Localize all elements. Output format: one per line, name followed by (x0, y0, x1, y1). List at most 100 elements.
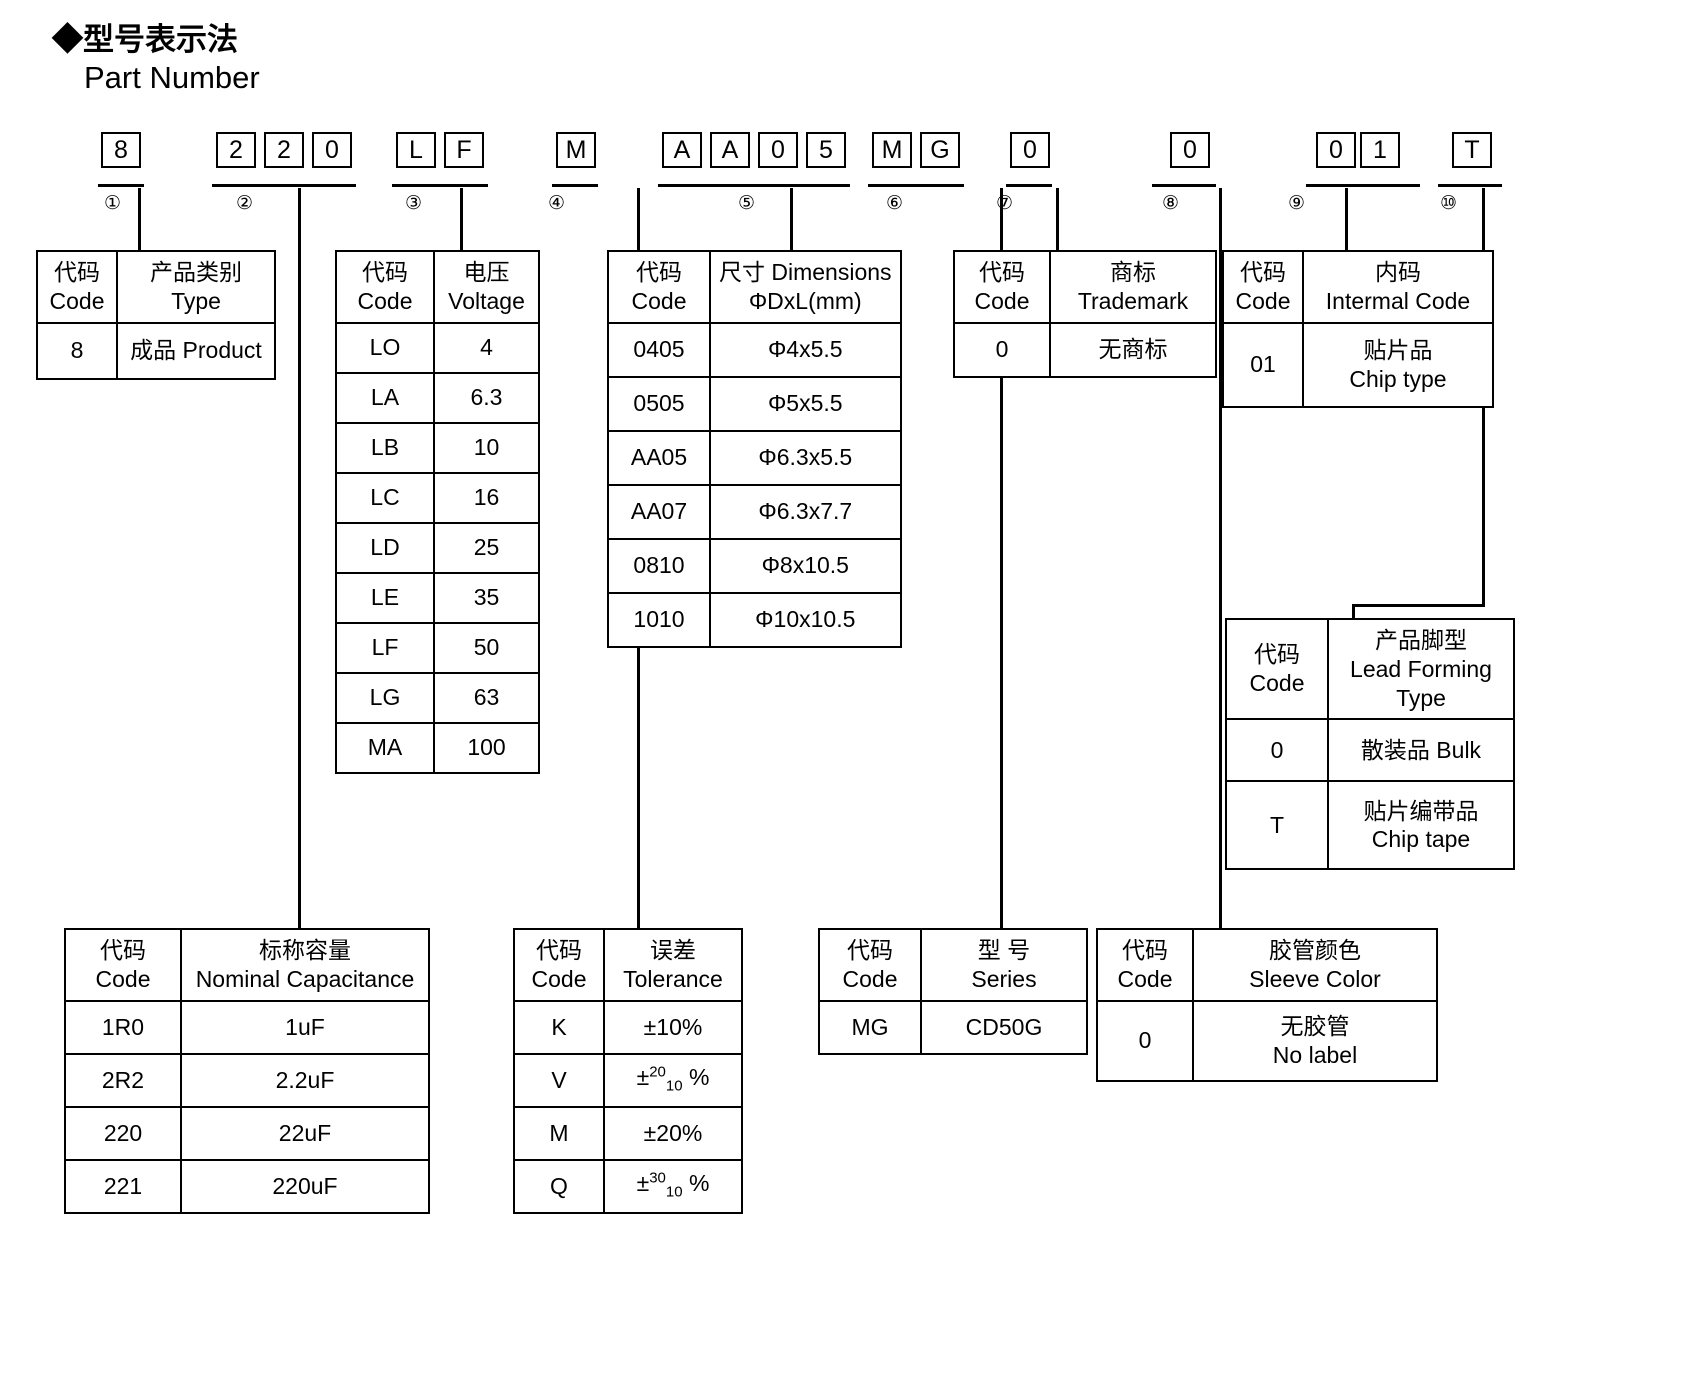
pn-char-2-2: 2 (264, 132, 304, 168)
leader-line-2 (298, 188, 301, 928)
capacitance-header-value: 标称容量 Nominal Capacitance (180, 928, 430, 1002)
voltage-code-2: LB (335, 421, 435, 474)
sleeve-color-code-0: 0 (1096, 999, 1194, 1082)
leader-line-3 (460, 188, 463, 250)
voltage-value-0: 4 (433, 321, 540, 374)
lead-forming-header-code: 代码 Code (1225, 617, 1329, 721)
type-header-code: 代码 Code (36, 250, 118, 324)
pn-segment-bar-9 (1306, 184, 1420, 187)
pn-char-2-3: 0 (312, 132, 352, 168)
voltage-code-6: LF (335, 621, 435, 674)
tolerance-code-2: M (513, 1105, 605, 1161)
tolerance-code-0: K (513, 999, 605, 1055)
capacitance-code-1: 2R2 (64, 1052, 182, 1108)
pn-char-3-2: F (444, 132, 484, 168)
pn-char-6-2: G (920, 132, 960, 168)
table-row-header: 代码 Code 标称容量 Nominal Capacitance (64, 928, 430, 1002)
leader-line-5 (790, 188, 793, 250)
table-row: M ±20% (513, 1105, 743, 1161)
lead-forming-code-0: 0 (1225, 718, 1329, 783)
dimensions-header-value: 尺寸 Dimensions ΦDxL(mm) (709, 250, 902, 324)
dimensions-value-5: Φ10x10.5 (709, 591, 902, 648)
trademark-header-code: 代码 Code (953, 250, 1051, 324)
table-row: MG CD50G (818, 999, 1088, 1055)
lead-forming-code-1: T (1225, 780, 1329, 871)
internal-code-code-0: 01 (1222, 321, 1304, 408)
capacitance-code-2: 220 (64, 1105, 182, 1161)
pn-segment-index-6: ⑥ (886, 193, 904, 214)
voltage-value-4: 25 (433, 521, 540, 574)
type-code-0: 8 (36, 321, 118, 380)
tolerance-value-1: ±2010 % (603, 1052, 743, 1108)
pn-char-1-1: 8 (101, 132, 141, 168)
leader-line-10-drop (1352, 604, 1355, 620)
table-lead-forming: 代码 Code 产品脚型 Lead Forming Type 0 散装品 Bul… (1225, 617, 1515, 871)
table-row-header: 代码 Code 产品类别 Type (36, 250, 276, 324)
pn-segment-index-1: ① (104, 193, 122, 214)
table-row-header: 代码 Code 电压 Voltage (335, 250, 540, 324)
voltage-code-5: LE (335, 571, 435, 624)
voltage-value-7: 63 (433, 671, 540, 724)
pn-char-2-1: 2 (216, 132, 256, 168)
leader-line-8 (1219, 188, 1222, 928)
voltage-header-code: 代码 Code (335, 250, 435, 324)
sleeve-color-value-0: 无胶管 No label (1192, 999, 1438, 1082)
pn-char-9-2: 1 (1360, 132, 1400, 168)
tolerance-value-0: ±10% (603, 999, 743, 1055)
tolerance-sup-1: 20 (649, 1063, 666, 1081)
pn-segment-bar-3 (392, 184, 488, 187)
leader-line-9 (1345, 188, 1348, 250)
pn-char-3-1: L (396, 132, 436, 168)
internal-code-value-0: 贴片品 Chip type (1302, 321, 1494, 408)
pn-char-5-2: A (710, 132, 750, 168)
table-row: 01 贴片品 Chip type (1222, 321, 1494, 408)
internal-code-header-code: 代码 Code (1222, 250, 1304, 324)
dimensions-code-1: 0505 (607, 375, 711, 432)
table-row: 8 成品 Product (36, 321, 276, 380)
voltage-value-5: 35 (433, 571, 540, 624)
table-row: 0 无商标 (953, 321, 1217, 378)
leader-line-10-horizontal (1352, 604, 1485, 607)
table-row: V ±2010 % (513, 1052, 743, 1108)
pn-segment-bar-4 (552, 184, 598, 187)
trademark-value-0: 无商标 (1049, 321, 1217, 378)
pn-char-7-1: 0 (1010, 132, 1050, 168)
table-type: 代码 Code 产品类别 Type 8 成品 Product (36, 250, 276, 380)
tolerance-header-value: 误差 Tolerance (603, 928, 743, 1002)
pn-char-9-1: 0 (1316, 132, 1356, 168)
voltage-value-6: 50 (433, 621, 540, 674)
pn-char-6-1: M (872, 132, 912, 168)
voltage-header-value: 电压 Voltage (433, 250, 540, 324)
pn-segment-index-4: ④ (548, 193, 566, 214)
capacitance-code-0: 1R0 (64, 999, 182, 1055)
capacitance-header-code: 代码 Code (64, 928, 182, 1002)
dimensions-code-2: AA05 (607, 429, 711, 486)
table-row-header: 代码 Code 尺寸 Dimensions ΦDxL(mm) (607, 250, 902, 324)
tolerance-code-3: Q (513, 1158, 605, 1214)
trademark-header-value: 商标 Trademark (1049, 250, 1217, 324)
voltage-code-1: LA (335, 371, 435, 424)
pn-segment-index-2: ② (236, 193, 254, 214)
pn-segment-bar-1 (98, 184, 144, 187)
lead-forming-value-1: 贴片编带品 Chip tape (1327, 780, 1515, 871)
dimensions-code-3: AA07 (607, 483, 711, 540)
voltage-code-8: MA (335, 721, 435, 774)
table-row: Q ±3010 % (513, 1158, 743, 1214)
dimensions-value-1: Φ5x5.5 (709, 375, 902, 432)
voltage-value-2: 10 (433, 421, 540, 474)
pn-segment-index-7: ⑦ (996, 193, 1014, 214)
sleeve-color-header-value: 胶管颜色 Sleeve Color (1192, 928, 1438, 1002)
table-tolerance: 代码 Code 误差 Tolerance K ±10% V ±2010 % M … (513, 928, 743, 1214)
series-value-0: CD50G (920, 999, 1088, 1055)
pn-segment-index-3: ③ (405, 193, 423, 214)
type-value-0: 成品 Product (116, 321, 276, 380)
capacitance-value-1: 2.2uF (180, 1052, 430, 1108)
tolerance-header-code: 代码 Code (513, 928, 605, 1002)
